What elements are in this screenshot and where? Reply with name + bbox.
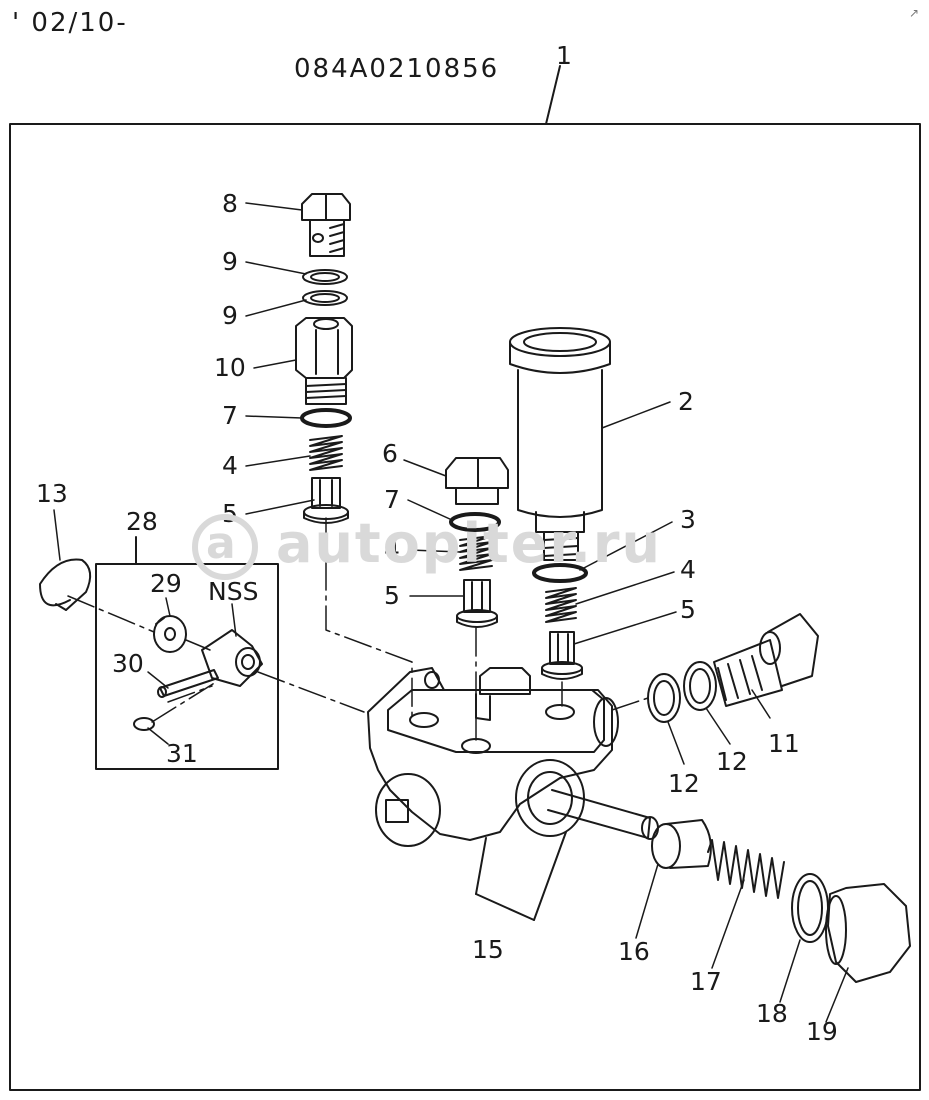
cap-19 xyxy=(825,883,911,983)
clip-31 xyxy=(133,717,155,731)
callout-17: 17 xyxy=(690,967,722,996)
assembly-lines xyxy=(67,517,649,741)
spring-4a xyxy=(309,435,343,471)
callout-31: 31 xyxy=(166,739,198,768)
spring-4b xyxy=(459,535,493,571)
valve-5c xyxy=(541,631,583,680)
callout-1: 1 xyxy=(556,41,572,70)
o-ring-3 xyxy=(532,563,588,583)
o-ring-7b xyxy=(449,512,501,532)
fitting-11 xyxy=(713,613,819,707)
leader-1 xyxy=(545,65,561,125)
callout-12b: 12 xyxy=(668,769,700,798)
callout-19: 19 xyxy=(806,1017,838,1046)
leader-15b xyxy=(533,831,567,921)
frame-border xyxy=(9,123,921,1091)
callout-nss: NSS xyxy=(208,577,258,606)
pump-top-plug xyxy=(479,667,531,695)
washer-9b xyxy=(302,290,348,306)
callout-2: 2 xyxy=(678,387,694,416)
callout-13: 13 xyxy=(36,479,68,508)
callout-5c: 5 xyxy=(680,595,696,624)
callout-16: 16 xyxy=(618,937,650,966)
pin-30 xyxy=(157,669,219,698)
callout-15: 15 xyxy=(472,935,504,964)
nut-10 xyxy=(295,317,353,405)
callout-30: 30 xyxy=(112,649,144,678)
callout-18: 18 xyxy=(756,999,788,1028)
callout-9a: 9 xyxy=(222,247,238,276)
bolt-8 xyxy=(301,193,351,257)
callout-4a: 4 xyxy=(222,451,238,480)
valve-5b xyxy=(456,579,498,628)
callout-29: 29 xyxy=(150,569,182,598)
callout-12a: 12 xyxy=(716,747,748,776)
callout-11: 11 xyxy=(768,729,800,758)
callout-28: 28 xyxy=(126,507,158,536)
plug-6 xyxy=(445,457,509,505)
spring-4c xyxy=(545,587,577,623)
watermark-text: autopiter.ru xyxy=(276,512,662,575)
part-number: 084A0210856 xyxy=(294,54,500,84)
collar-29 xyxy=(153,615,187,653)
callout-6: 6 xyxy=(382,439,398,468)
subassembly-box xyxy=(95,563,279,770)
sleeve-16 xyxy=(651,819,712,869)
snap-ring-13 xyxy=(39,558,92,611)
leader-lines xyxy=(53,202,849,1023)
callout-10: 10 xyxy=(214,353,246,382)
callout-8: 8 xyxy=(222,189,238,218)
washer-12a xyxy=(683,661,717,711)
callout-7a: 7 xyxy=(222,401,238,430)
watermark-logo-icon: a xyxy=(192,514,258,580)
lever-nss xyxy=(201,629,263,687)
priming-pump-2 xyxy=(509,327,611,561)
callout-4c: 4 xyxy=(680,555,696,584)
callout-9b: 9 xyxy=(222,301,238,330)
o-ring-7a xyxy=(300,408,352,428)
date-code: ' 02/10- xyxy=(12,8,128,38)
callout-3: 3 xyxy=(680,505,696,534)
leader-15a xyxy=(475,837,487,895)
corner-mark: ↗ xyxy=(908,6,919,20)
callout-5b: 5 xyxy=(384,581,400,610)
callout-4b: 4 xyxy=(384,535,400,564)
washer-9a xyxy=(302,269,348,285)
spring-17 xyxy=(707,839,785,899)
callout-7b: 7 xyxy=(384,485,400,514)
